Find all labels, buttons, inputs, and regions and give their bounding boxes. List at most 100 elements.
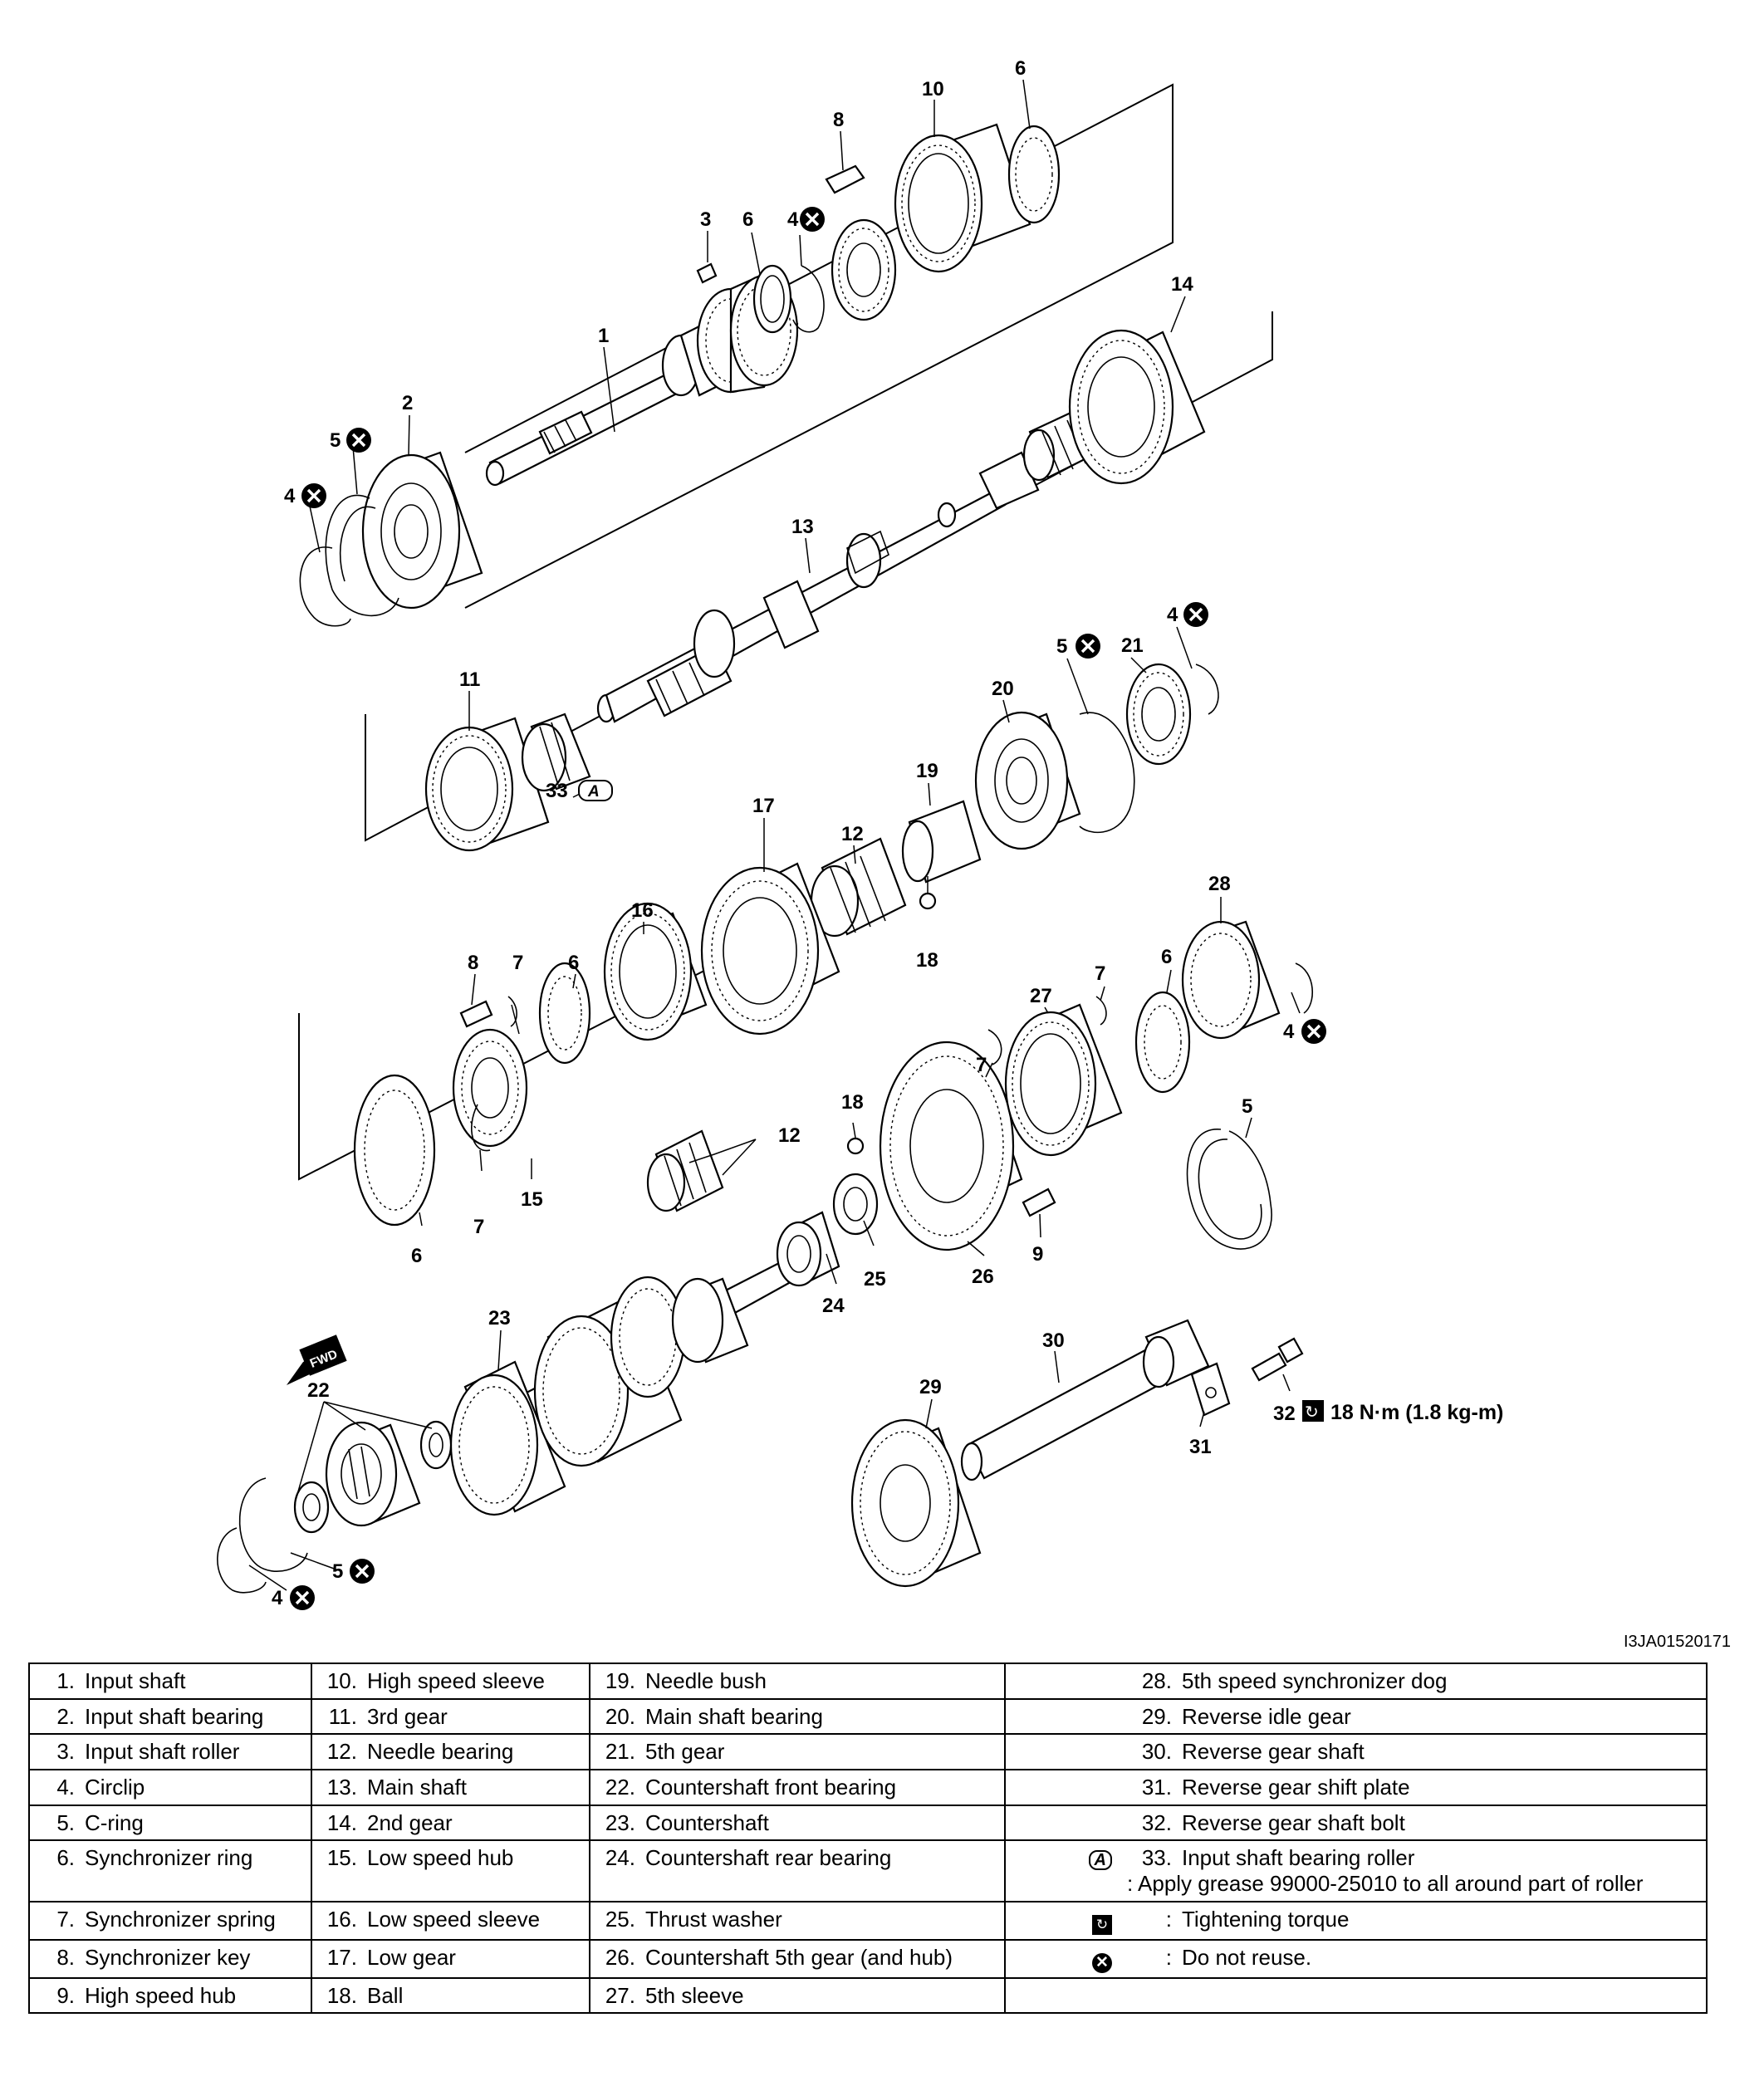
callout-7-fifth-upper: 7: [1095, 962, 1105, 985]
legend-part-name: Thrust washer: [645, 1906, 782, 1932]
legend-number: 5.: [56, 1809, 75, 1835]
legend-part-name: Low speed sleeve: [367, 1906, 541, 1932]
low-gear-synchronizer-ring: [353, 1074, 436, 1227]
no-reuse-mark: [1300, 1017, 1328, 1046]
callout-15: 15: [521, 1188, 543, 1211]
legend-cell: 19.Needle bush: [589, 1663, 1006, 1700]
legend-number: 31.: [1141, 1775, 1172, 1800]
callout-6-low-ring: 6: [411, 1245, 422, 1267]
legend-part-name: Countershaft rear bearing: [645, 1845, 892, 1871]
callout-16: 16: [631, 899, 654, 922]
fifth-synchronizer-spring: [987, 1029, 1002, 1065]
low-gear: [700, 862, 840, 1036]
legend-cell: 14. 2nd gear: [311, 1804, 590, 1842]
input-shaft: [485, 272, 799, 487]
synchronizer-spring-low: [471, 996, 517, 1152]
no-reuse-mark: [348, 1557, 376, 1585]
legend-cell: 23.Countershaft: [589, 1804, 1006, 1842]
callout-6-top: 6: [1015, 57, 1026, 80]
countershaft-fifth-gear: [879, 1041, 1023, 1251]
low-speed-hub: [452, 1028, 528, 1148]
legend-cell: 16.Low speed sleeve: [311, 1900, 590, 1941]
legend-cell: 6.Synchronizer ring: [28, 1839, 312, 1902]
legend-part-name: Low gear: [367, 1944, 456, 1970]
torque-mark: ↻: [1302, 1400, 1324, 1422]
input-shaft-frame: [464, 83, 1174, 609]
callout-labels: 1 2 3 6 4 5 4 8 10 6 14 11 13 33 A 5 21 …: [272, 57, 1503, 1612]
legend-part-name: 2nd gear: [367, 1809, 453, 1835]
legend-cell: 7.Synchronizer spring: [28, 1900, 312, 1941]
legend-cell: 22.Countershaft front bearing: [589, 1769, 1006, 1806]
loose-c-ring: [1186, 1129, 1272, 1250]
legend-number: 3.: [56, 1739, 75, 1765]
no-reuse-symbol: ✕: [1012, 1945, 1112, 1973]
fifth-synchronizer-ring: [1134, 991, 1191, 1094]
legend-number: 27.: [605, 1982, 635, 2008]
legend-cell: 29.Reverse idle gear: [1004, 1697, 1708, 1736]
needle-bush: [901, 800, 982, 884]
no-reuse-mark: [1074, 632, 1102, 660]
legend-number: 14.: [326, 1809, 357, 1835]
callout-17: 17: [752, 795, 775, 817]
callout-6-low: 6: [568, 952, 579, 974]
callout-12-lower: 12: [778, 1124, 801, 1147]
fifth-gear: [1125, 663, 1192, 766]
legend-number: :: [1165, 1906, 1172, 1932]
input-shaft-roller: [696, 262, 718, 284]
legend-cell: 31.Reverse gear shift plate: [1004, 1769, 1708, 1806]
callout-6-input: 6: [742, 208, 753, 231]
legend-part-name: 5th sleeve: [645, 1982, 744, 2008]
legend-cell: 32.Reverse gear shaft bolt: [1004, 1804, 1708, 1842]
legend-number: 29.: [1141, 1703, 1172, 1729]
legend-number: 1.: [56, 1668, 75, 1693]
legend-number: 17.: [326, 1944, 357, 1970]
legend-part-name: Main shaft bearing: [645, 1703, 823, 1729]
third-gear: [424, 717, 550, 852]
callout-29: 29: [919, 1376, 942, 1398]
callout-18-upper: 18: [916, 949, 938, 972]
legend-part-name: Input shaft roller: [85, 1739, 240, 1765]
callout-13: 13: [791, 516, 814, 538]
callout-8-top: 8: [833, 109, 844, 131]
legend-part-name: 5th speed synchronizer dog: [1182, 1668, 1448, 1693]
callout-2: 2: [402, 392, 413, 414]
legend-cell: 15.Low speed hub: [311, 1839, 590, 1902]
callout-23: 23: [488, 1307, 511, 1330]
ball-upper: [919, 892, 937, 910]
legend-number: 20.: [605, 1703, 635, 1729]
ball-lower: [846, 1137, 865, 1155]
exploded-parts-diagram: FWD: [217, 57, 1503, 1612]
callout-19: 19: [916, 760, 938, 782]
low-gear-needle-bearing: [810, 837, 907, 938]
callout-18-lower: 18: [841, 1091, 864, 1114]
callout-22: 22: [307, 1379, 330, 1402]
legend-cell: ↻:Tightening torque: [1004, 1900, 1708, 1941]
no-reuse-mark: [345, 426, 373, 454]
legend-part-name: 5th gear: [645, 1739, 725, 1765]
main-c-ring: [1079, 712, 1135, 834]
legend-number: 7.: [56, 1906, 75, 1932]
legend-part-name: Ball: [367, 1982, 404, 2008]
reverse-gear-shaft-bolt: [1251, 1337, 1304, 1382]
callout-8-low: 8: [468, 952, 478, 974]
legend-cell: 13.Main shaft: [311, 1769, 590, 1806]
high-speed-synchronizer-ring: [1007, 125, 1061, 224]
legend-part-name: Synchronizer key: [85, 1944, 251, 1970]
torque-symbol: ↻: [1012, 1907, 1112, 1935]
callout-25: 25: [864, 1268, 886, 1290]
callout-3: 3: [700, 208, 711, 231]
legend-part-name: Countershaft 5th gear (and hub): [645, 1944, 953, 1970]
front-circlip: [217, 1527, 267, 1594]
legend-cell: 21.5th gear: [589, 1733, 1006, 1771]
grease-symbol: A: [1012, 1845, 1112, 1871]
legend-number: 23.: [605, 1809, 635, 1835]
callout-4-main: 4: [1167, 604, 1178, 626]
third-gear-needle-bearing: [521, 713, 591, 792]
low-speed-sleeve: [603, 902, 708, 1041]
main-shaft: [596, 451, 1040, 723]
fifth-synchronizer-spring-upper: [1095, 996, 1107, 1026]
input-circlip: [299, 546, 351, 627]
